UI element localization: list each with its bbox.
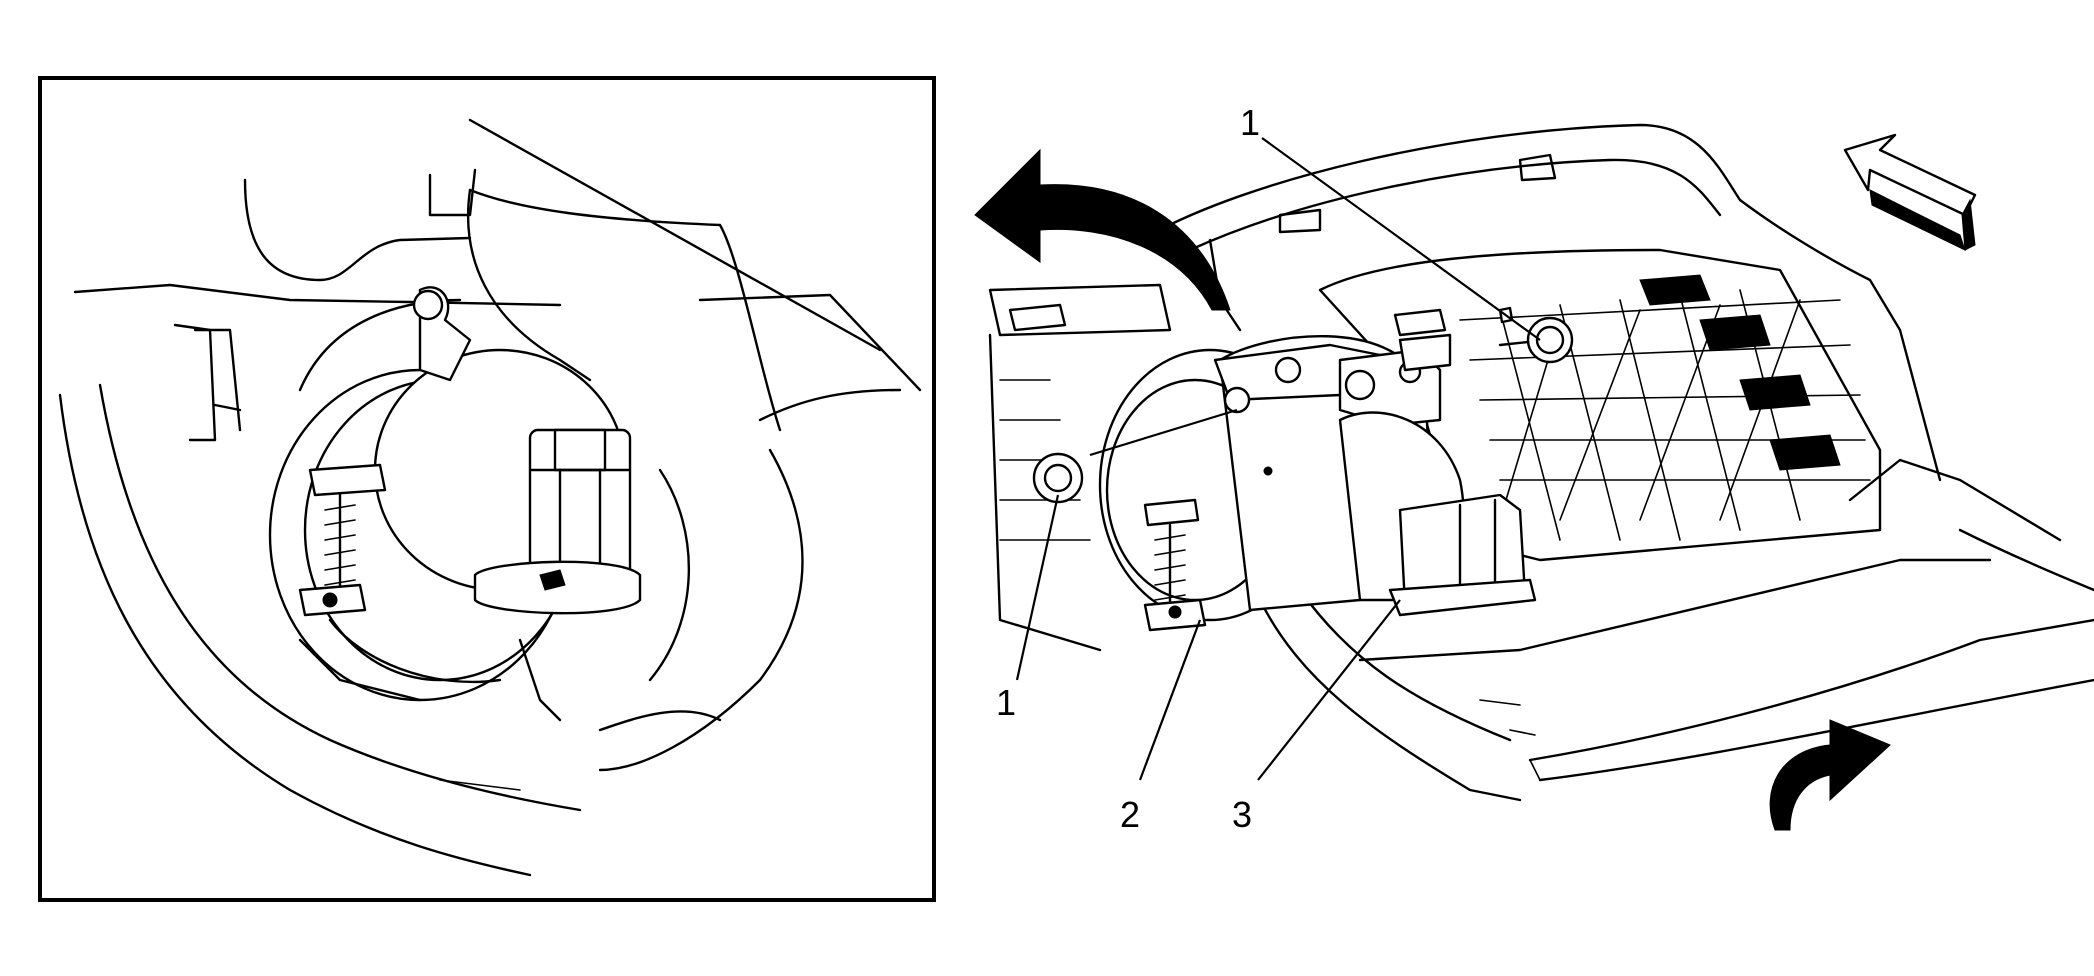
lamp-bulb-socket-housing <box>1338 411 1537 617</box>
callout-1-left: 1 <box>996 682 1016 723</box>
curved-arrow-icon <box>1769 719 1891 831</box>
leader-1-left <box>1015 494 1060 681</box>
callout-3: 3 <box>1232 794 1252 835</box>
callout-1-top: 1 <box>1240 102 1260 143</box>
inset-fascia-lines <box>58 118 922 877</box>
callout-leader-lines <box>1015 137 1541 781</box>
vehicle-fascia-body <box>1148 123 2094 802</box>
inset-lamp-socket <box>473 428 642 615</box>
inset-adjuster-screw <box>298 286 472 617</box>
leader-1-left-branch <box>1089 408 1238 457</box>
curved-arrow-icon <box>974 148 1231 311</box>
inner-panel-left <box>988 283 1172 652</box>
leader-2 <box>1138 619 1202 781</box>
leader-3 <box>1257 599 1401 781</box>
adjuster-spring-screw <box>1143 498 1207 632</box>
fastener-left <box>1032 452 1084 504</box>
hollow-arrow-icon <box>1843 133 1977 251</box>
leader-1-top <box>1261 137 1541 341</box>
fastener-right <box>1393 306 1574 364</box>
grille-mesh-opening <box>1318 248 1882 562</box>
callout-labels: 1 1 2 3 <box>996 102 1260 835</box>
callout-2: 2 <box>1120 794 1140 835</box>
main-illustration: 1 1 2 3 <box>974 102 2094 835</box>
detail-inset-panel <box>38 76 936 902</box>
mounting-bracket-plate <box>1338 333 1452 427</box>
